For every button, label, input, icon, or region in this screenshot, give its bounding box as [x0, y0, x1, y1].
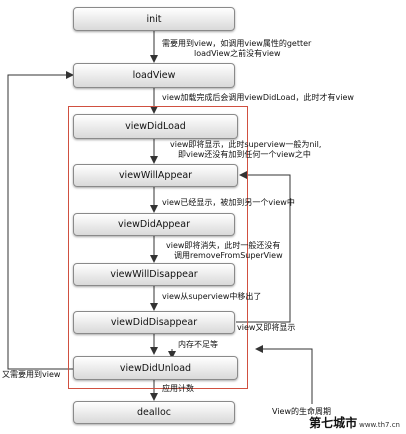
node-viewdidunload: viewDidUnload — [73, 356, 238, 380]
node-viewdidload: viewDidLoad — [73, 114, 238, 139]
note-ref-count: 应用计数 — [162, 384, 194, 393]
note-did-appear: view已经显示，被加到另一个view中 — [162, 198, 295, 207]
note-need-view-line1: 需要用到view，如调用view属性的getter — [162, 39, 312, 48]
node-viewwillappear: viewWillAppear — [73, 164, 238, 187]
lifecycle-label-connector — [255, 345, 313, 404]
label-view-lifecycle: View的生命周期 — [272, 407, 331, 416]
node-viewwilldisappear: viewWillDisappear — [73, 263, 235, 286]
watermark-text: 第七城市 — [309, 416, 358, 430]
note-need-view-line2: loadView之前没有view — [194, 49, 281, 58]
node-dealloc: dealloc — [73, 401, 235, 424]
note-view-loaded: view加载完成后会调用viewDidLoad，此时才有view — [162, 93, 354, 102]
lifecycle-region — [68, 106, 248, 389]
note-low-memory: 内存不足等 — [178, 340, 218, 349]
arrow-loop-reload — [7, 71, 103, 370]
node-init: init — [73, 7, 235, 31]
note-will-disappear: view即将消失，此时一般还没有 调用removeFromSuperView — [166, 241, 283, 261]
note-reappear: view又即将显示 — [237, 323, 296, 332]
note-will-appear-line2: 即view还没有加到任何一个view之中 — [178, 150, 311, 159]
note-need-view: 需要用到view，如调用view属性的getter loadView之前没有vi… — [162, 39, 311, 59]
note-will-appear: view即将显示，此时superview一般为nil, 即view还没有加到任何… — [170, 140, 321, 160]
note-need-view-again: 又需要用到view — [2, 370, 61, 379]
arrow-loop-reappear — [236, 171, 291, 323]
node-viewdiddisappear: viewDidDisappear — [73, 311, 235, 334]
note-removed: view从superview中移出了 — [162, 292, 262, 301]
note-will-disappear-line1: view即将消失，此时一般还没有 — [166, 241, 281, 250]
note-will-appear-line1: view即将显示，此时superview一般为nil, — [170, 140, 322, 149]
watermark-url: www.th7.cn — [359, 421, 400, 429]
node-viewdidappear: viewDidAppear — [73, 213, 235, 236]
note-will-disappear-line2: 调用removeFromSuperView — [174, 251, 283, 260]
node-loadview: loadView — [73, 63, 235, 88]
